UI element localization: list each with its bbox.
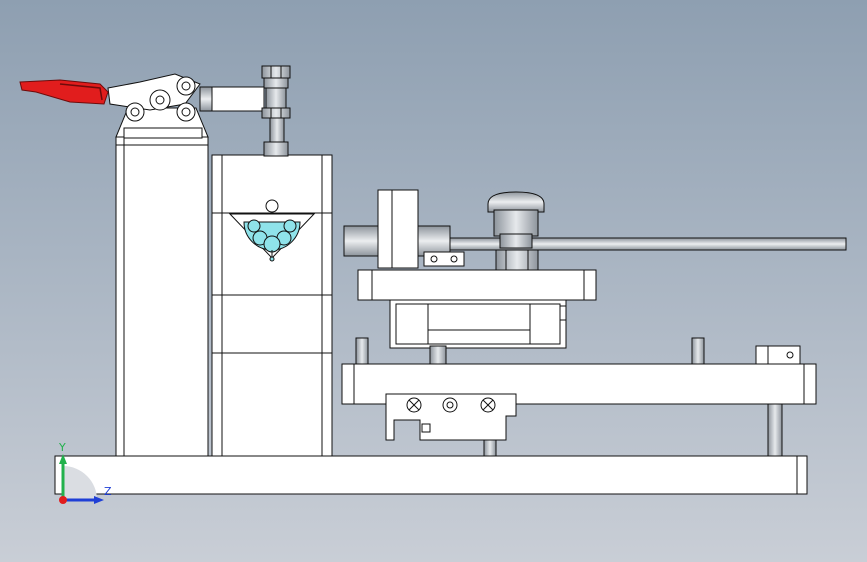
toggle-clamp[interactable] xyxy=(107,73,265,139)
y-axis-label: Y xyxy=(59,441,66,454)
base-plate[interactable] xyxy=(54,455,808,495)
upright-block[interactable] xyxy=(377,189,465,269)
lower-bracket[interactable] xyxy=(385,393,517,441)
clamp-support-column[interactable] xyxy=(115,136,209,457)
z-axis-arrowhead xyxy=(94,496,104,504)
sliding-plate[interactable] xyxy=(357,269,597,301)
x-axis-dot xyxy=(59,496,67,504)
coordinate-triad xyxy=(59,454,104,504)
linear-slide-block[interactable] xyxy=(389,299,567,349)
z-axis-label: Z xyxy=(104,485,112,498)
clamp-spindle[interactable] xyxy=(261,65,291,157)
push-cylinder[interactable] xyxy=(343,225,451,257)
indexing-knob[interactable] xyxy=(487,191,545,271)
clamp-handle[interactable] xyxy=(19,79,109,105)
y-axis-arrowhead xyxy=(59,454,67,464)
locator-block[interactable] xyxy=(755,345,801,365)
v-groove-workpiece[interactable] xyxy=(228,199,316,262)
